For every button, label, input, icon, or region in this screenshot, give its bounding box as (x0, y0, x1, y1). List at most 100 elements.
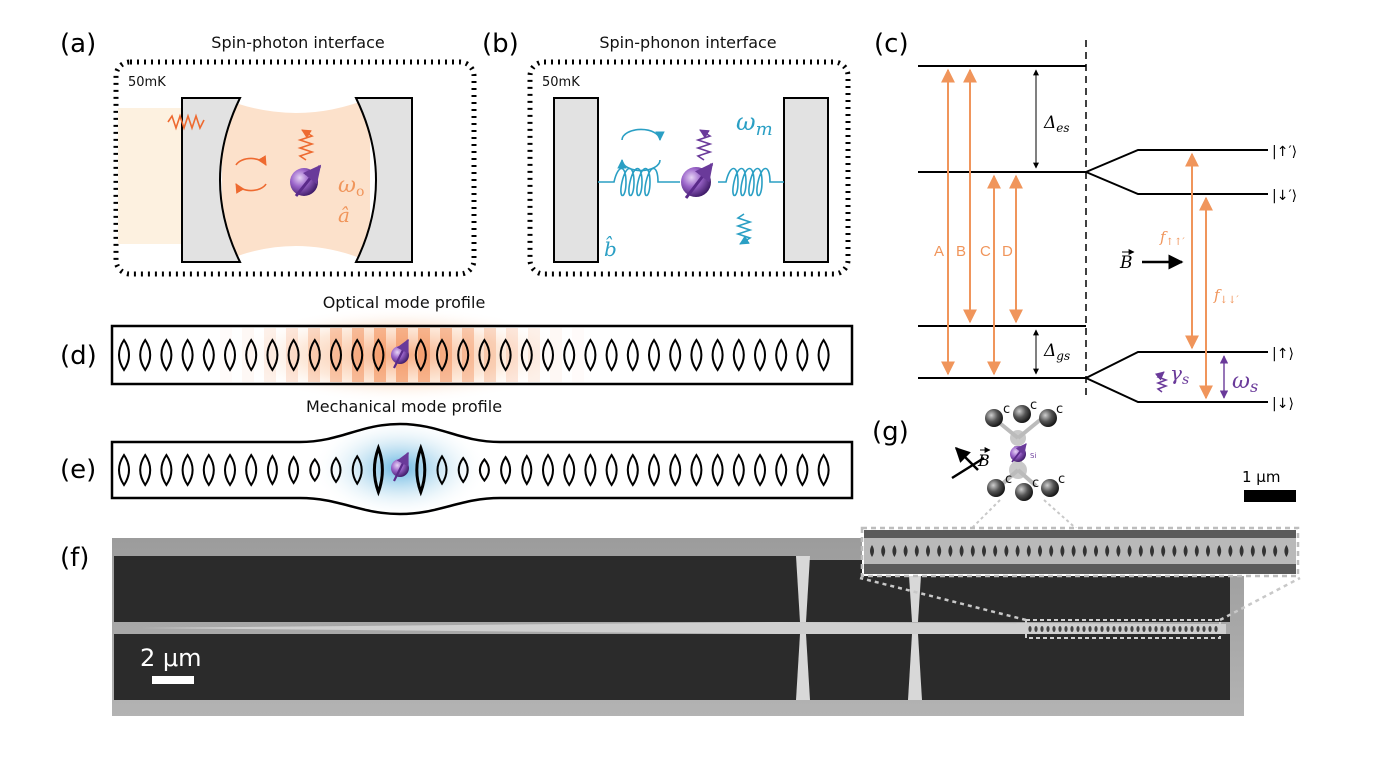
phonon-photon-emission-icon (695, 129, 713, 161)
carbon-label-4: c (1005, 472, 1012, 487)
crystal-hole (266, 338, 279, 372)
crystal-hole (542, 338, 554, 372)
temperature-label-b: 50mK (542, 75, 580, 90)
panel-e: Mechanical mode profile (e) (60, 397, 854, 518)
inset-scale-bar (1244, 490, 1296, 502)
sem-scale-label: 2 μm (140, 644, 202, 672)
crystal-hole (181, 338, 194, 372)
trench-bottom-middle (806, 634, 912, 700)
silicon-spin-arrow-icon (1011, 443, 1027, 463)
tether-1-bottom (796, 634, 810, 700)
inset-hole (903, 545, 908, 557)
panel-d: Optical mode profile (d) (60, 293, 854, 403)
inset-hole (1183, 545, 1188, 557)
phononic-hole (202, 453, 215, 487)
sem-hole (1202, 626, 1206, 632)
panel-g-label: (g) (872, 417, 909, 447)
phononic-hole (309, 457, 321, 483)
optical-fringe (308, 328, 320, 382)
inset-hole (1194, 545, 1199, 557)
inset-hole (1172, 545, 1177, 557)
cycle-arrow-top-icon (235, 155, 267, 166)
inset-hole (1138, 545, 1143, 557)
inset-hole (1161, 545, 1166, 557)
state-down-prime: |↓′⟩ (1272, 188, 1297, 204)
crystal-hole (626, 338, 639, 372)
crystal-hole (584, 338, 597, 372)
zoom-connector-right (1219, 576, 1301, 622)
inset-hole (1015, 545, 1020, 557)
phononic-hole (372, 443, 384, 497)
photon-emission-icon (297, 129, 315, 161)
panel-b: (b) Spin-phonon interface 50mK ωm b̂ (482, 29, 851, 277)
inset-hole (970, 545, 975, 557)
phononic-hole (415, 443, 427, 497)
phononic-hole (669, 453, 682, 487)
carbon-label-2: c (1030, 398, 1037, 413)
panel-c-label: (c) (874, 29, 909, 59)
spin-arrow-d-icon (393, 338, 409, 369)
phononic-hole (711, 453, 724, 487)
phononic-hole (457, 456, 469, 484)
molecule-connector-right (1043, 499, 1081, 533)
zoom-inset-holes (870, 545, 1289, 557)
carbon-atom-5-icon (1015, 483, 1033, 501)
inset-hole (1228, 545, 1233, 557)
carbon-atom-6-icon (1041, 479, 1059, 497)
inset-hole (1206, 545, 1210, 557)
phononic-hole (796, 453, 809, 487)
sem-hole (1184, 626, 1188, 632)
crystal-hole (202, 338, 215, 372)
sem-hole (1052, 626, 1056, 632)
phononic-hole (542, 453, 554, 487)
level-up-prime (1085, 149, 1268, 173)
level-down-prime (1085, 171, 1268, 195)
inset-hole (881, 545, 886, 557)
molecule-connector-left (967, 499, 1001, 533)
inset-hole (1038, 545, 1042, 557)
spin-arrow-e-icon (393, 451, 409, 482)
crystal-hole (457, 338, 470, 372)
sem-hole (1130, 626, 1134, 632)
sem-hole (1178, 626, 1182, 632)
sem-hole (1040, 626, 1044, 632)
inset-hole (1217, 545, 1222, 557)
delta-es-label: Δes (1043, 113, 1070, 135)
carbon-label-6: c (1058, 472, 1065, 487)
inset-hole (1026, 545, 1031, 557)
phononic-hole (351, 454, 363, 486)
photon-leak-icon (167, 113, 205, 131)
spin-arrow-b-icon (684, 162, 714, 199)
panel-d-title: Optical mode profile (323, 293, 486, 312)
crystal-hole (330, 338, 342, 372)
panel-c: (c) Δes Δgs A B C D B f↑↑′ f↓↓′ (874, 29, 1297, 412)
photon-operator: â (338, 203, 350, 227)
sem-hole (1214, 626, 1218, 632)
inset-hole (1262, 545, 1266, 557)
phononic-hole (605, 453, 618, 487)
sem-hole (1166, 626, 1170, 632)
panel-a-label: (a) (60, 29, 96, 59)
inset-hole (1127, 545, 1132, 557)
crystal-hole (287, 338, 300, 372)
panel-b-label: (b) (482, 29, 519, 59)
right-clamp (783, 97, 829, 263)
level-down (1085, 377, 1268, 403)
sem-scale-bar (152, 676, 194, 684)
panel-g: (g) 1 μm c c c c c c Si (859, 398, 1301, 622)
magnetic-field-label: B (1119, 253, 1133, 273)
sem-hole (1100, 626, 1104, 632)
phononic-hole (775, 453, 788, 487)
sem-hole (1088, 626, 1092, 632)
carbon-atom-1-icon (985, 409, 1003, 427)
crystal-hole (754, 338, 766, 372)
phononic-hole (181, 453, 194, 487)
sem-hole (1046, 626, 1050, 632)
tether-2-bottom (908, 634, 922, 700)
zoom-inset-beam (864, 538, 1296, 564)
zoom-region-box (1025, 619, 1221, 639)
sem-hole (1094, 626, 1098, 632)
inset-hole (959, 545, 964, 557)
phononic-hole (478, 457, 490, 483)
tapered-waveguide (140, 622, 1226, 634)
